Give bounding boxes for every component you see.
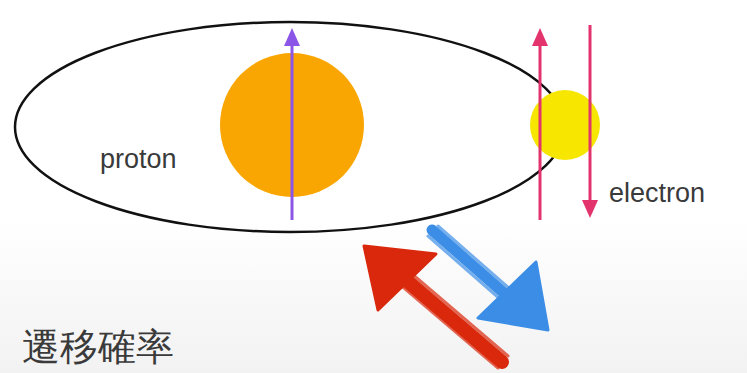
absorption-arrow [364, 246, 508, 368]
background-fade [0, 220, 747, 373]
orbit-ellipse [15, 22, 565, 232]
caption-text: 遷移確率 [22, 326, 174, 370]
electron-spin-up-arrow [532, 28, 548, 220]
proton-spin-arrow [284, 28, 300, 220]
electron-spin-down-arrow [582, 25, 598, 218]
emission-arrow [428, 226, 548, 330]
particle-label: proton [100, 144, 177, 175]
particle-label: electron [609, 178, 705, 209]
